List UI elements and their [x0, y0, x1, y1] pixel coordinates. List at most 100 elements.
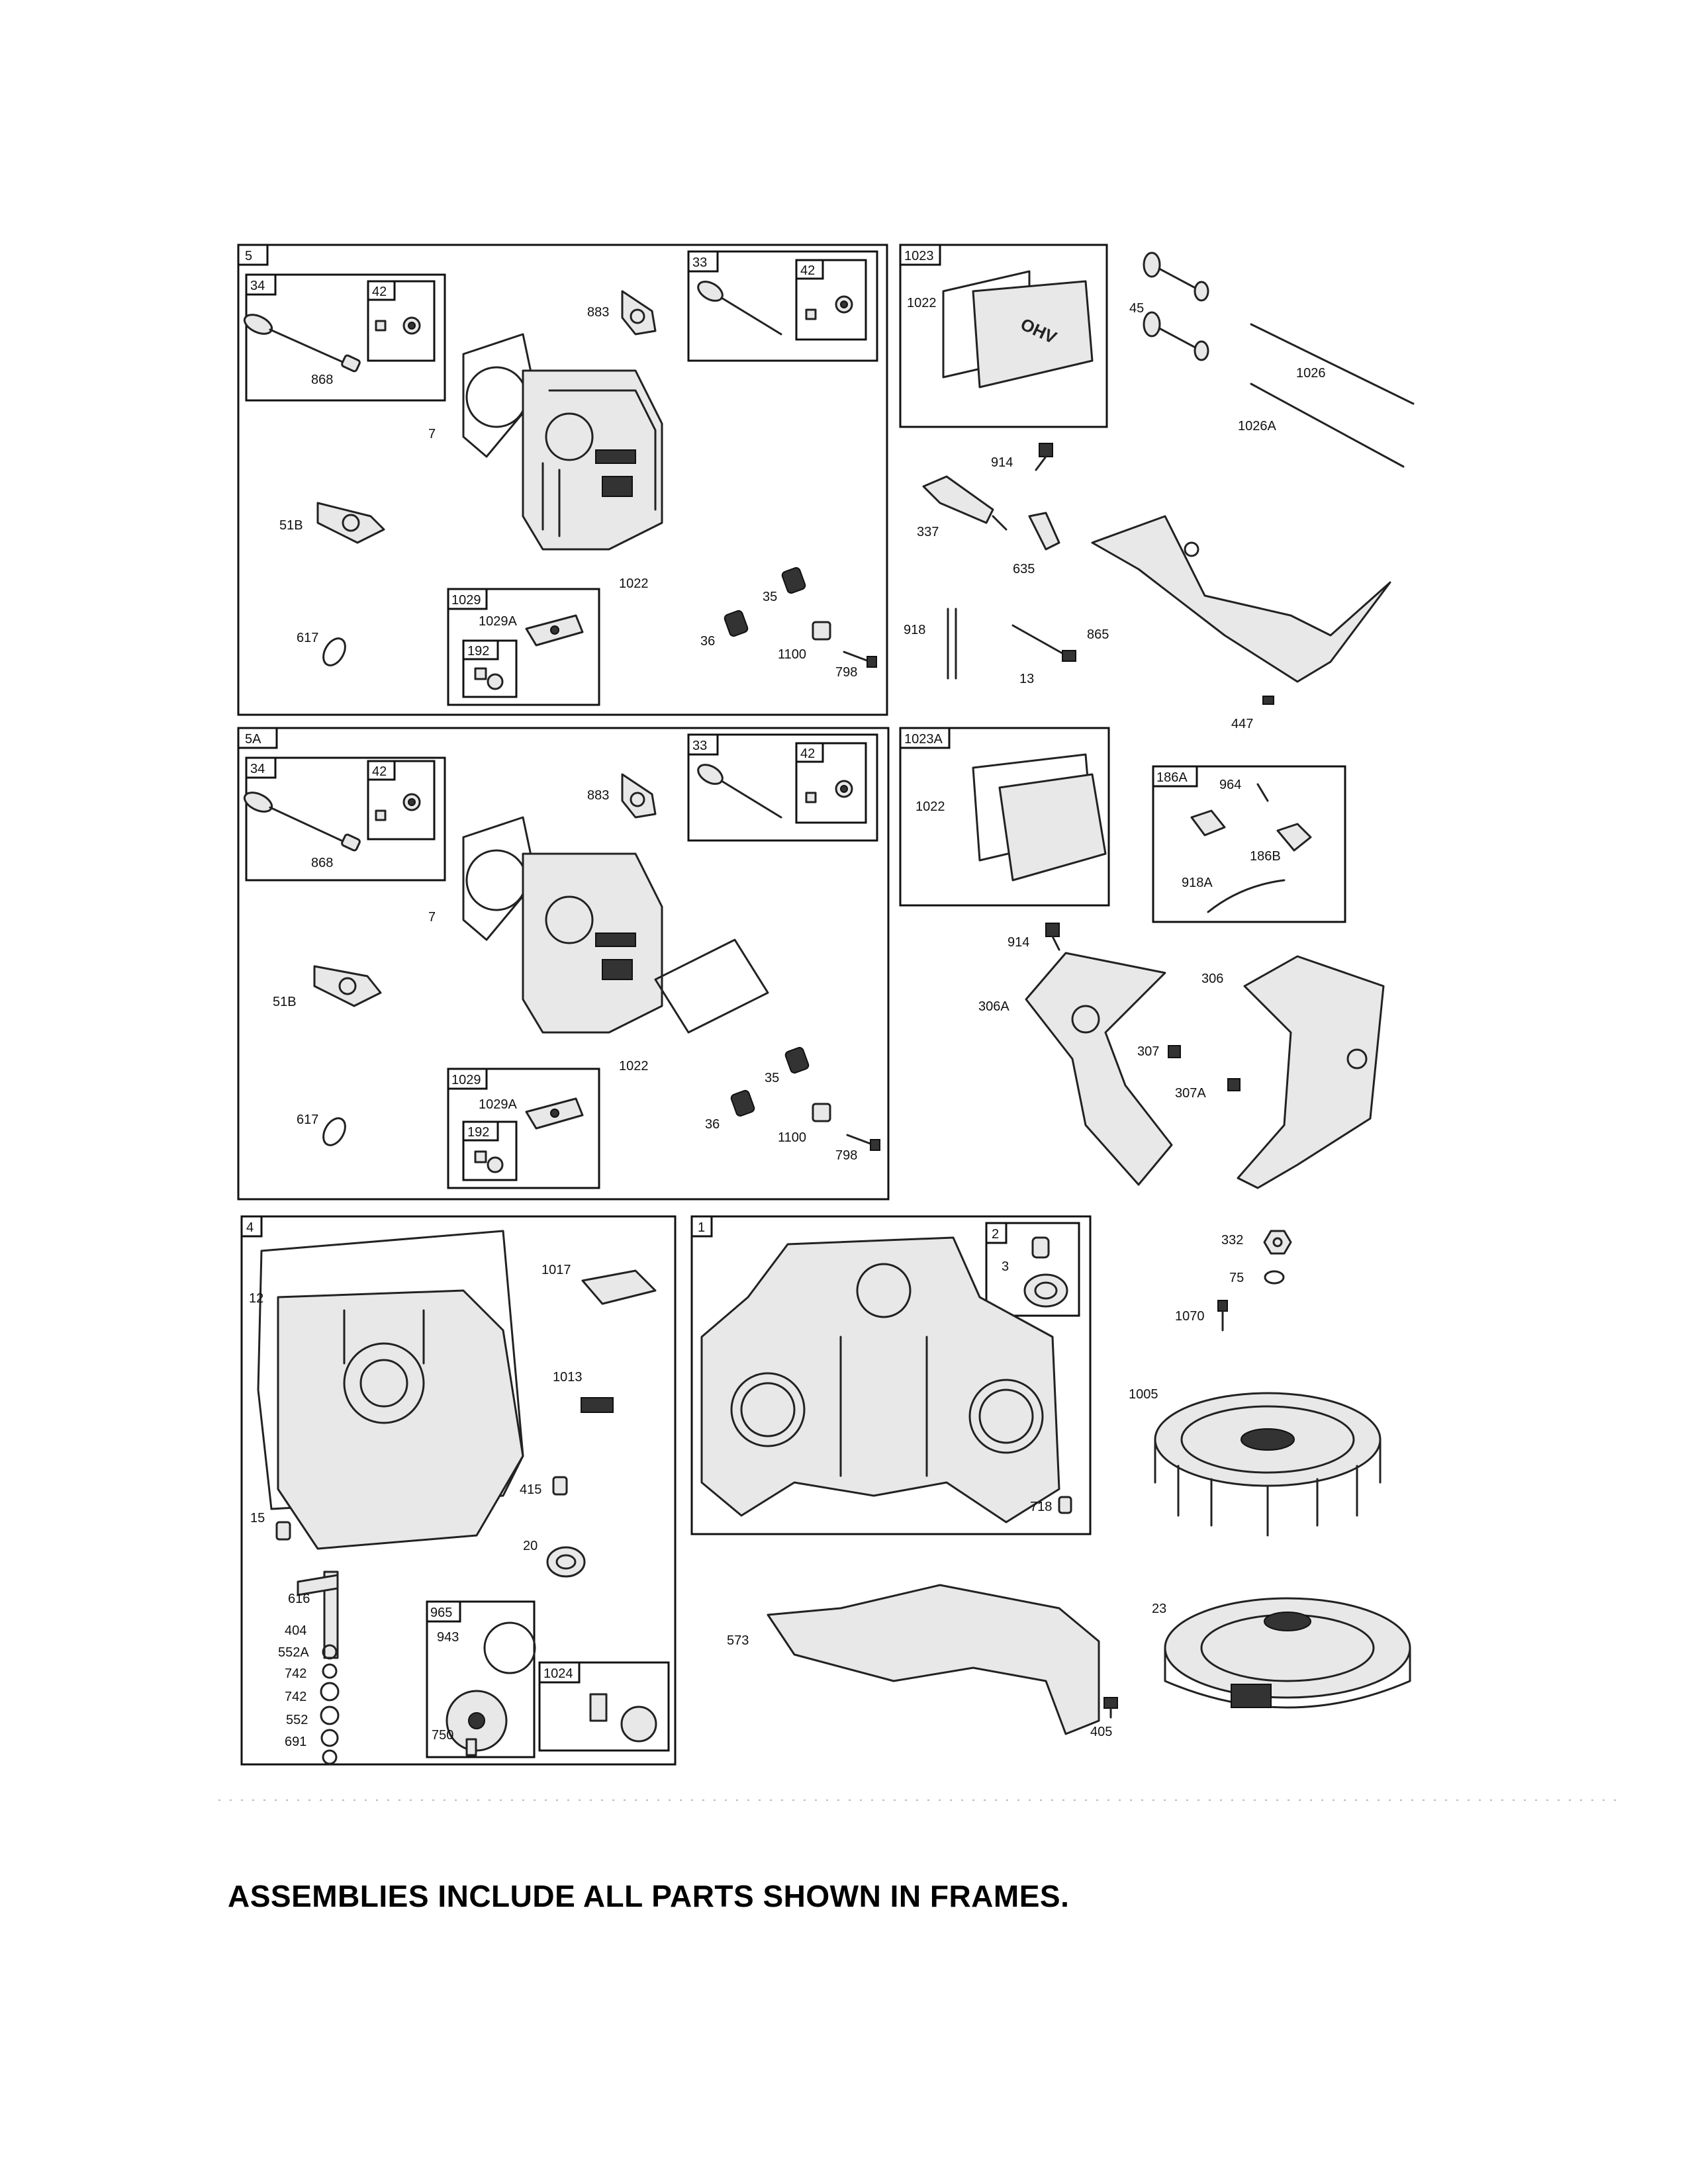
label-23: 23 [1152, 1602, 1166, 1616]
valve-868 [243, 314, 361, 373]
label-718: 718 [1030, 1500, 1052, 1514]
spring-36 [724, 610, 749, 637]
label-13: 13 [1019, 672, 1034, 686]
keeper-42-d [805, 780, 853, 803]
frame-label-1029: 1029 [451, 593, 481, 608]
keeper-42-a [375, 316, 421, 335]
label-75: 75 [1229, 1271, 1244, 1285]
frame-label-1: 1 [698, 1220, 705, 1235]
sump-gasket-12 [257, 1230, 524, 1510]
label-447: 447 [1231, 717, 1253, 731]
frame-label-4: 4 [246, 1220, 254, 1235]
fan-1005 [1154, 1392, 1382, 1537]
flywheel-23 [1164, 1597, 1411, 1709]
label-1026: 1026 [1296, 366, 1326, 381]
label-742-a: 742 [285, 1666, 306, 1681]
retainer-1100-b [812, 1103, 831, 1122]
keeper-42-b [805, 295, 853, 320]
plug-718 [1058, 1496, 1072, 1514]
label-1022-a: 1022 [619, 576, 649, 591]
label-1017: 1017 [541, 1263, 571, 1277]
label-943: 943 [437, 1630, 459, 1645]
label-573: 573 [727, 1633, 749, 1648]
label-918: 918 [904, 623, 925, 637]
label-332: 332 [1221, 1233, 1243, 1248]
label-1029A: 1029A [479, 614, 517, 629]
label-306: 306 [1201, 972, 1223, 986]
label-7: 7 [428, 427, 436, 441]
label-1022-c: 1022 [619, 1059, 649, 1073]
screw-750 [465, 1738, 477, 1756]
bolt-1070 [1217, 1300, 1228, 1332]
spring-35 [781, 567, 806, 594]
rocker-cover-1023: OHV [972, 280, 1094, 388]
label-798-b: 798 [835, 1148, 857, 1163]
rocker-1029A-b [525, 1097, 584, 1130]
bolt-798 [843, 651, 877, 668]
rocker-1029A [525, 614, 584, 647]
gasket-943 [483, 1621, 536, 1674]
cylinder-block-1 [700, 1236, 1060, 1524]
shroud-306A [1025, 952, 1173, 1186]
frame-1 [690, 1215, 1092, 1535]
frame-label-1029-b: 1029 [451, 1073, 481, 1087]
frame-label-1023A: 1023A [904, 732, 943, 747]
frame-4 [240, 1215, 677, 1766]
label-35: 35 [763, 590, 777, 604]
screw-447 [1262, 696, 1274, 705]
frame-1023 [899, 244, 1108, 428]
nut-332 [1263, 1230, 1292, 1255]
callouts: 868 883 7 51B 1022 1029A 617 35 36 1100 … [249, 296, 1326, 1749]
frame-label-1023: 1023 [904, 249, 934, 263]
frame-33 [687, 250, 878, 362]
keeper-42-c [375, 793, 421, 821]
label-186B: 186B [1250, 849, 1281, 864]
label-337: 337 [917, 525, 939, 539]
label-865: 865 [1087, 627, 1109, 642]
label-51B-b: 51B [273, 995, 297, 1009]
o-ring-617-b [322, 1117, 346, 1146]
screen-1013 [581, 1397, 614, 1413]
filter-1017 [581, 1269, 657, 1305]
gasket-883-b [621, 773, 657, 819]
frame-label-34-b: 34 [250, 762, 265, 776]
frame-1024 [538, 1661, 670, 1752]
frame-label-42-c: 42 [372, 764, 387, 779]
push-rod-1026 [1250, 323, 1415, 468]
label-35-b: 35 [765, 1071, 779, 1085]
spring-36-b [730, 1089, 755, 1117]
label-7-b: 7 [428, 910, 436, 925]
label-1022-b: 1022 [907, 296, 937, 310]
frame-34-b [245, 756, 446, 882]
label-635: 635 [1013, 562, 1035, 576]
frame-5A [237, 727, 890, 1201]
boot-635 [1028, 512, 1060, 551]
label-1100: 1100 [778, 647, 806, 662]
valve-33-b [697, 764, 782, 819]
frame-label-33: 33 [692, 255, 707, 270]
retainer-1100 [812, 621, 831, 641]
label-307: 307 [1137, 1044, 1159, 1059]
plug-415 [552, 1476, 568, 1496]
rocker-cover-1023A [972, 753, 1107, 882]
bracket-865 [1091, 515, 1391, 683]
label-1005: 1005 [1129, 1387, 1158, 1402]
label-616: 616 [288, 1592, 310, 1606]
label-964: 964 [1219, 778, 1241, 792]
pin-918 [947, 608, 957, 680]
push-rod-45 [1143, 251, 1209, 361]
spark-plug-337 [922, 475, 1008, 531]
frame-42-c [367, 760, 436, 841]
label-1022-d: 1022 [915, 799, 945, 814]
frame-label-42-d: 42 [800, 747, 815, 761]
screw-914-b [1045, 923, 1060, 951]
valve-33 [697, 281, 782, 336]
label-552A: 552A [278, 1645, 309, 1660]
frame-label-33-b: 33 [692, 739, 707, 753]
frame-label-34: 34 [250, 279, 265, 293]
spring-35-b [784, 1046, 810, 1074]
frame-2 [985, 1222, 1080, 1317]
frame-5 [237, 244, 888, 716]
label-1013: 1013 [553, 1370, 583, 1385]
label-750: 750 [432, 1728, 453, 1743]
